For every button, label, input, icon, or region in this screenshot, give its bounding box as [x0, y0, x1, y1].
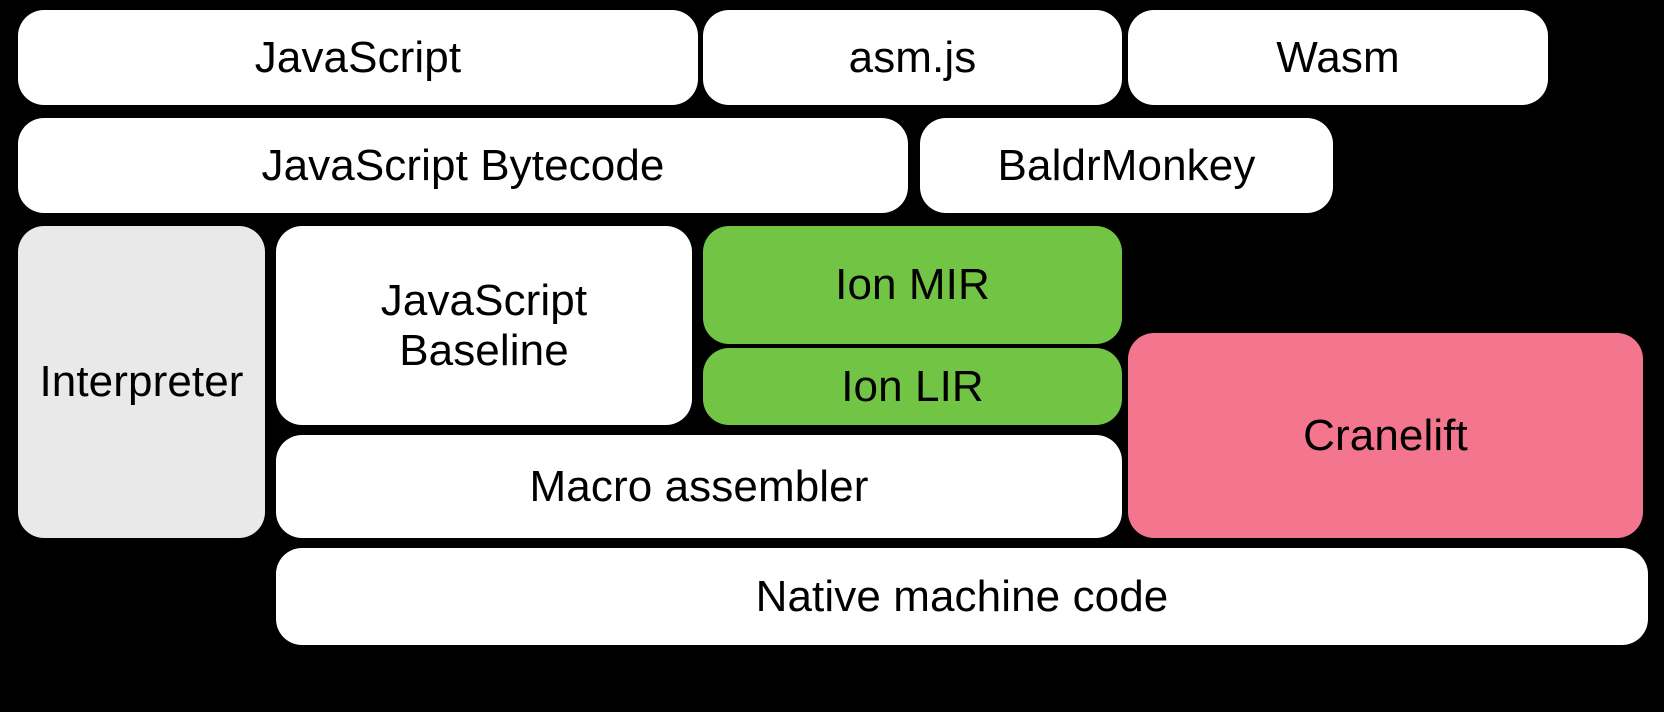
node-ion-mir[interactable]: Ion MIR [703, 226, 1122, 344]
node-asm-js[interactable]: asm.js [703, 10, 1122, 105]
node-javascript-baseline[interactable]: JavaScript Baseline [276, 226, 692, 425]
node-native-machine-code[interactable]: Native machine code [276, 548, 1648, 645]
node-cranelift[interactable]: Cranelift [1128, 333, 1643, 538]
node-wasm[interactable]: Wasm [1128, 10, 1548, 105]
node-ion-lir[interactable]: Ion LIR [703, 348, 1122, 425]
node-javascript-bytecode[interactable]: JavaScript Bytecode [18, 118, 908, 213]
node-interpreter[interactable]: Interpreter [18, 226, 265, 538]
node-macro-assembler[interactable]: Macro assembler [276, 435, 1122, 538]
node-javascript[interactable]: JavaScript [18, 10, 698, 105]
node-baldrmonkey[interactable]: BaldrMonkey [920, 118, 1333, 213]
